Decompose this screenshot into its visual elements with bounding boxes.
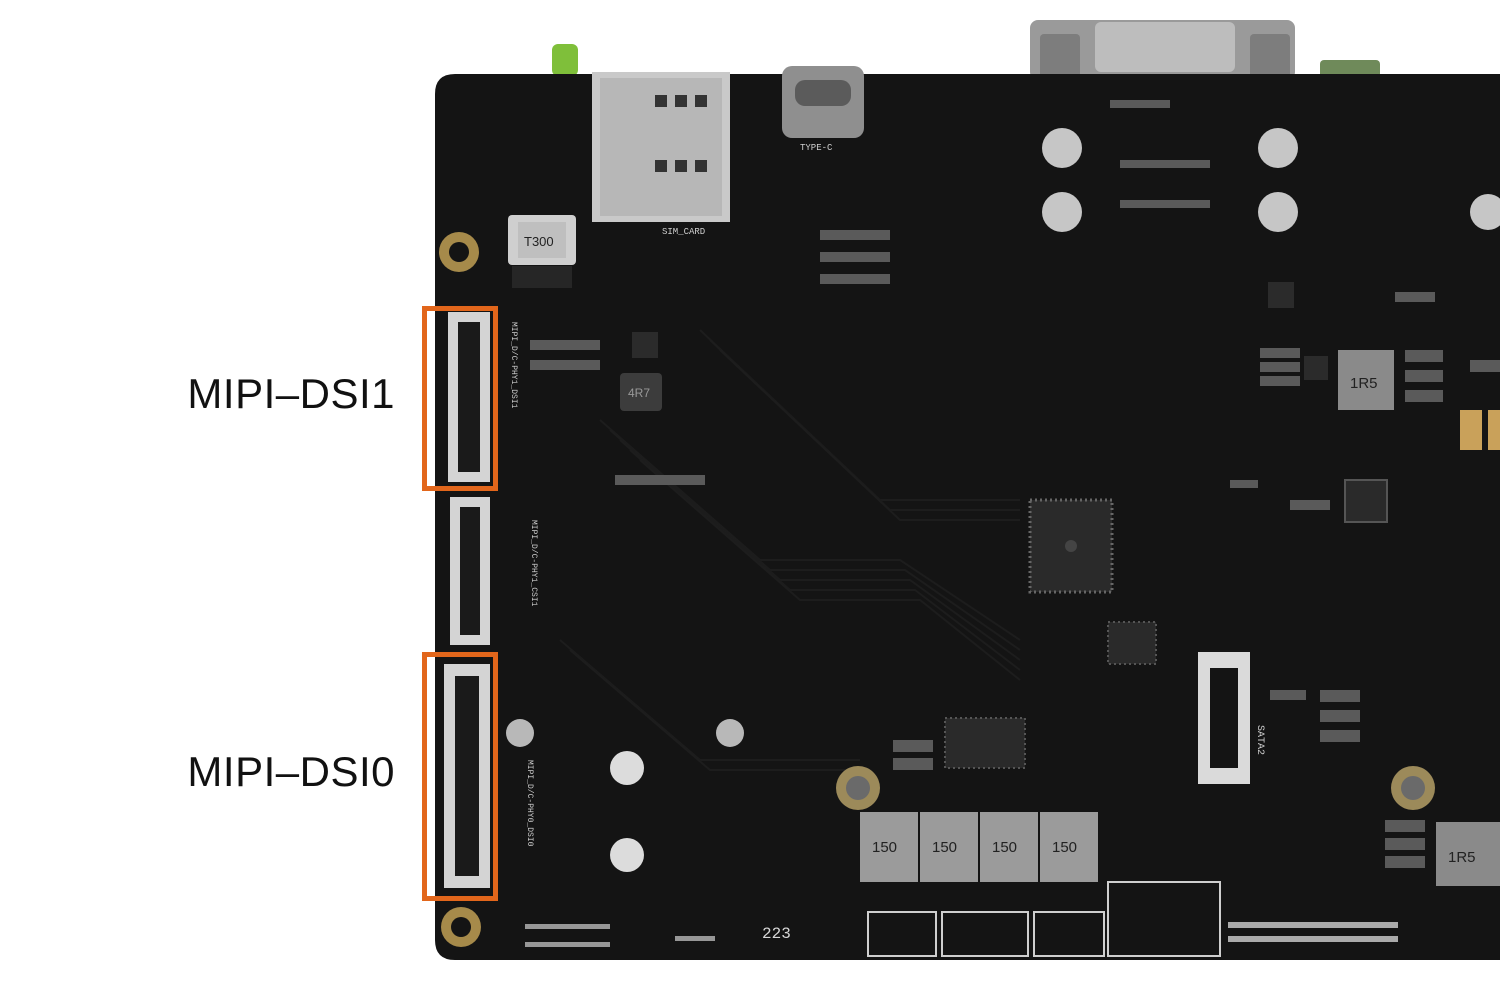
highlight-box-dsi0 bbox=[422, 652, 498, 901]
screw-c bbox=[1258, 128, 1298, 168]
inductor-1r5-a-label: 1R5 bbox=[1350, 375, 1378, 392]
inductor-1r5-b bbox=[1436, 822, 1500, 886]
inductor-4r7-label: 4R7 bbox=[628, 386, 650, 400]
inductor-4r7 bbox=[620, 373, 662, 411]
highlight-box-dsi1 bbox=[422, 306, 498, 491]
screw-d bbox=[1258, 192, 1298, 232]
chip-small-a bbox=[1268, 282, 1294, 308]
silkscreen-boxes bbox=[867, 881, 1221, 957]
chip-small-c bbox=[1304, 356, 1328, 380]
inductor-150-label-3: 150 bbox=[992, 839, 1017, 856]
standoff-b bbox=[716, 719, 744, 747]
inductor-150-label-4: 150 bbox=[1052, 839, 1077, 856]
inductor-150-label: 150 bbox=[872, 839, 897, 856]
screw-a bbox=[1042, 128, 1082, 168]
dsi0-silkscreen: MIPI_D/C-PHY0_DSI0 bbox=[525, 760, 534, 847]
label-mipi-dsi0: MIPI–DSI0 bbox=[187, 748, 395, 795]
sim-card-silkscreen: SIM_CARD bbox=[662, 227, 705, 237]
standoff-a bbox=[506, 719, 534, 747]
chip-tssop bbox=[944, 717, 1026, 769]
inductor-1r5-b-label: 1R5 bbox=[1448, 849, 1476, 866]
smd-passives bbox=[530, 100, 1500, 868]
date-code-silkscreen: 223 bbox=[762, 925, 791, 943]
pad-round-b bbox=[610, 838, 644, 872]
screw-e bbox=[1470, 194, 1500, 230]
sata-silkscreen: SATA2 bbox=[1254, 725, 1265, 755]
chip-soic bbox=[1107, 621, 1157, 665]
chip-small-b bbox=[632, 332, 658, 358]
inductor-150-row: 150 150 150 150 bbox=[860, 812, 1098, 882]
header-pins-bottom bbox=[525, 922, 1398, 947]
typec-silkscreen: TYPE-C bbox=[800, 143, 833, 153]
csi-silkscreen: MIPI_D/C-PHY1_CSI1 bbox=[529, 520, 538, 607]
inductor-1r5-a bbox=[1338, 350, 1394, 410]
pad-round-a bbox=[610, 751, 644, 785]
chip-qfn-a bbox=[1344, 479, 1388, 523]
inductor-150-label-2: 150 bbox=[932, 839, 957, 856]
screw-b bbox=[1042, 192, 1082, 232]
dsi1-silkscreen: MIPI_D/C-PHY1_DSI1 bbox=[509, 322, 518, 409]
inductor-t300-label: T300 bbox=[524, 234, 554, 249]
led-green bbox=[552, 44, 578, 76]
pcb-traces bbox=[559, 329, 1021, 771]
amber-capacitors bbox=[1460, 410, 1500, 450]
label-mipi-dsi1: MIPI–DSI1 bbox=[187, 370, 395, 417]
